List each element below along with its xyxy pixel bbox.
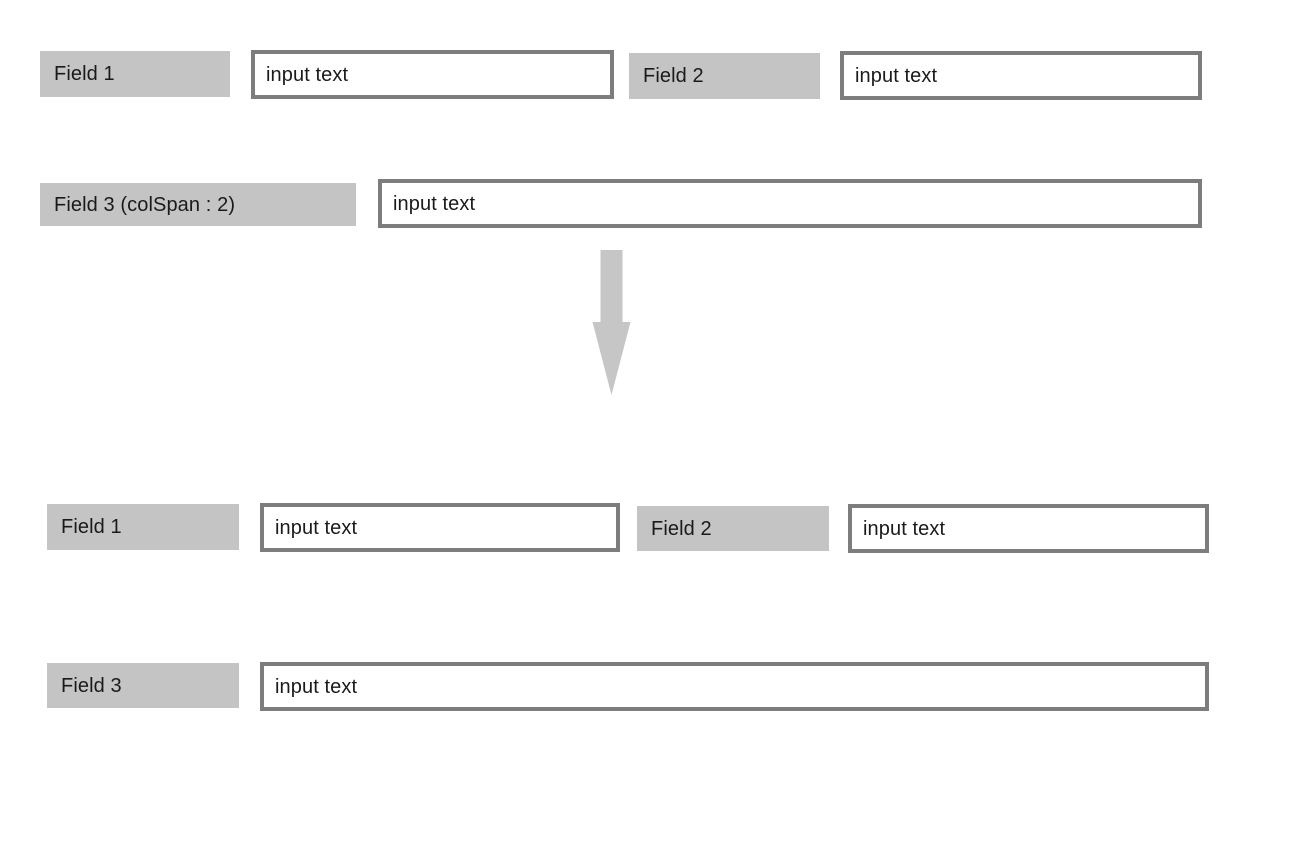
field-input-2[interactable]: input text xyxy=(840,51,1202,100)
field-input-1[interactable]: input text xyxy=(260,503,620,552)
field-label-1: Field 1 xyxy=(40,51,230,97)
field-input-1[interactable]: input text xyxy=(251,50,614,99)
field-input-3[interactable]: input text xyxy=(260,662,1209,711)
field-label-3-colspan: Field 3 (colSpan : 2) xyxy=(40,183,356,226)
field-label-2: Field 2 xyxy=(629,53,820,99)
arrow-down-icon xyxy=(588,248,634,398)
field-label-2: Field 2 xyxy=(637,506,829,551)
field-input-3-colspan[interactable]: input text xyxy=(378,179,1202,228)
field-label-1: Field 1 xyxy=(47,504,239,550)
field-label-3: Field 3 xyxy=(47,663,239,708)
field-input-2[interactable]: input text xyxy=(848,504,1209,553)
